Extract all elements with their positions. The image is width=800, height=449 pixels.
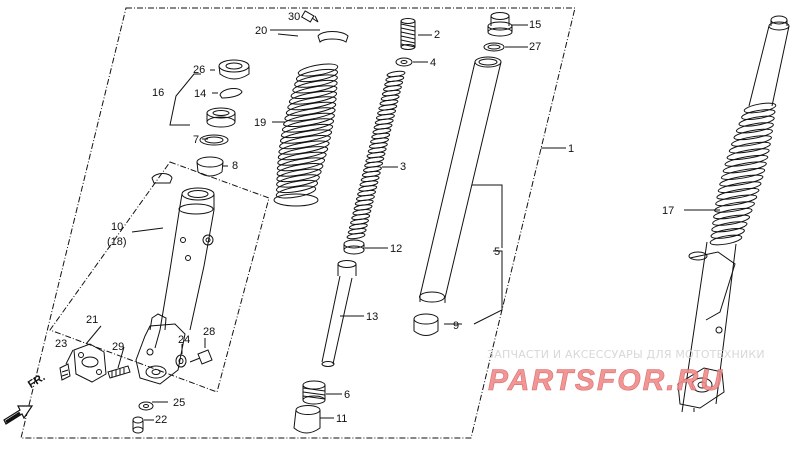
callout-20: 20: [255, 25, 268, 37]
callout-12: 12: [390, 243, 403, 255]
slider-group-frame: [49, 161, 270, 393]
part-2-spring: [400, 18, 416, 50]
part-20-clip: [300, 10, 349, 43]
part-19-dust-boot: [273, 63, 339, 207]
part-28-bolt: [189, 349, 213, 365]
callout-19: 19: [254, 117, 267, 129]
part-13-damper-rod: [321, 260, 357, 367]
watermark-caption: ЗАПЧАСТИ И АКСЕССУАРЫ ДЛЯ МОТОТЕХНИКИ: [487, 348, 765, 361]
part-3-fork-spring: [346, 70, 406, 240]
part-7-back-up-ring: [199, 134, 229, 146]
part-29-bolt: [107, 365, 131, 379]
callout-29: 29: [112, 341, 125, 353]
callout-23: 23: [55, 338, 68, 350]
svg-text:PARTSFOR.RU: PARTSFOR.RU: [488, 364, 724, 397]
front-direction-arrow: [3, 405, 34, 425]
leader-lines: [65, 24, 720, 421]
part-27-o-ring: [483, 42, 505, 52]
part-6-spring: [302, 380, 326, 405]
callout-28: 28: [203, 326, 216, 338]
callout-8: 8: [232, 160, 239, 172]
part-24-washer: [175, 354, 187, 368]
part-16-oil-seal: [206, 107, 236, 128]
callout-2: 2: [434, 29, 441, 41]
part-12-ring: [343, 239, 365, 255]
spring-clip: [151, 173, 173, 184]
part-4-washer: [395, 57, 413, 67]
callout-18: (18): [107, 236, 127, 248]
callout-25: 25: [173, 397, 186, 409]
callout-4: 4: [430, 57, 437, 69]
part-15-cap-bolt: [487, 12, 513, 37]
callout-14: 14: [194, 88, 207, 100]
callout-9: 9: [453, 320, 460, 332]
callout-13: 13: [366, 311, 379, 323]
part-14-stopper-ring: [219, 87, 243, 99]
callout-30: 30: [288, 11, 301, 23]
callout-17: 17: [662, 205, 675, 217]
callout-16: 16: [152, 87, 165, 99]
assembly-frame: [20, 7, 576, 439]
part-8-slider-bushing: [196, 156, 224, 177]
part-17-fork-assembly: [677, 15, 790, 413]
callout-22: 22: [155, 414, 168, 426]
watermark-logo: PARTSFOR.RU: [488, 364, 724, 398]
callout-6: 6: [344, 389, 351, 401]
callout-21: 21: [86, 314, 99, 326]
callout-10: 10: [111, 221, 124, 233]
part-22-socket-bolt: [132, 416, 144, 434]
callout-27: 27: [529, 41, 542, 53]
callout-24: 24: [178, 334, 191, 346]
callout-1: 1: [568, 143, 575, 155]
part-9-bushing: [413, 313, 439, 336]
part-21-axle-holder: [73, 343, 107, 383]
part-5-inner-tube: [419, 56, 502, 303]
part-25-washer: [138, 401, 154, 411]
callout-5: 5: [494, 246, 501, 258]
part-11-oil-lock: [293, 405, 321, 434]
callout-7: 7: [193, 134, 200, 146]
callout-3: 3: [400, 161, 407, 173]
callout-15: 15: [529, 19, 542, 31]
callout-26: 26: [193, 64, 206, 76]
part-26-dust-seal: [218, 59, 250, 80]
part-10-fork-slider: [135, 187, 215, 385]
part-23-stud: [59, 363, 71, 381]
callout-11: 11: [336, 413, 348, 425]
